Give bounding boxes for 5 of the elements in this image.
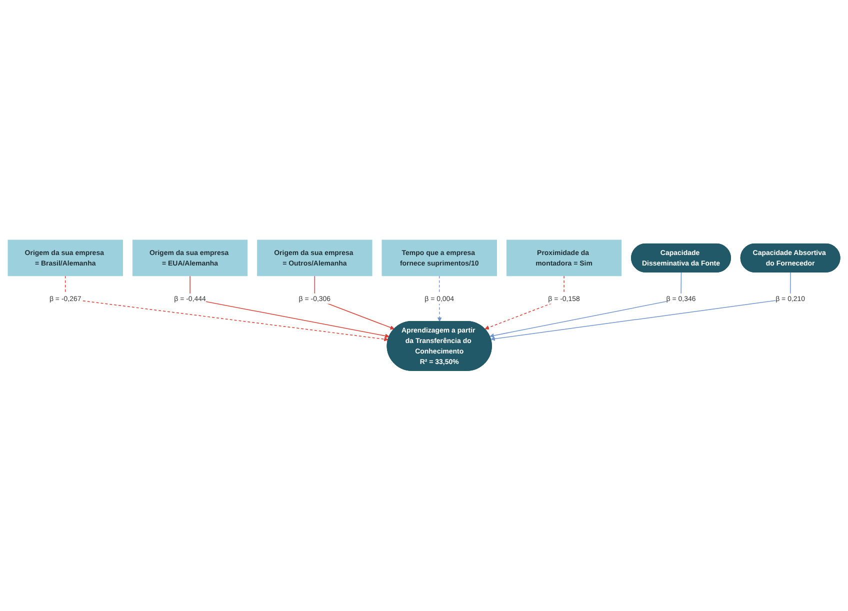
- arrow: [64, 276, 388, 342]
- arrow: [437, 276, 442, 322]
- arrow: [190, 276, 390, 338]
- arrow: [490, 272, 682, 338]
- arrow: [490, 272, 791, 342]
